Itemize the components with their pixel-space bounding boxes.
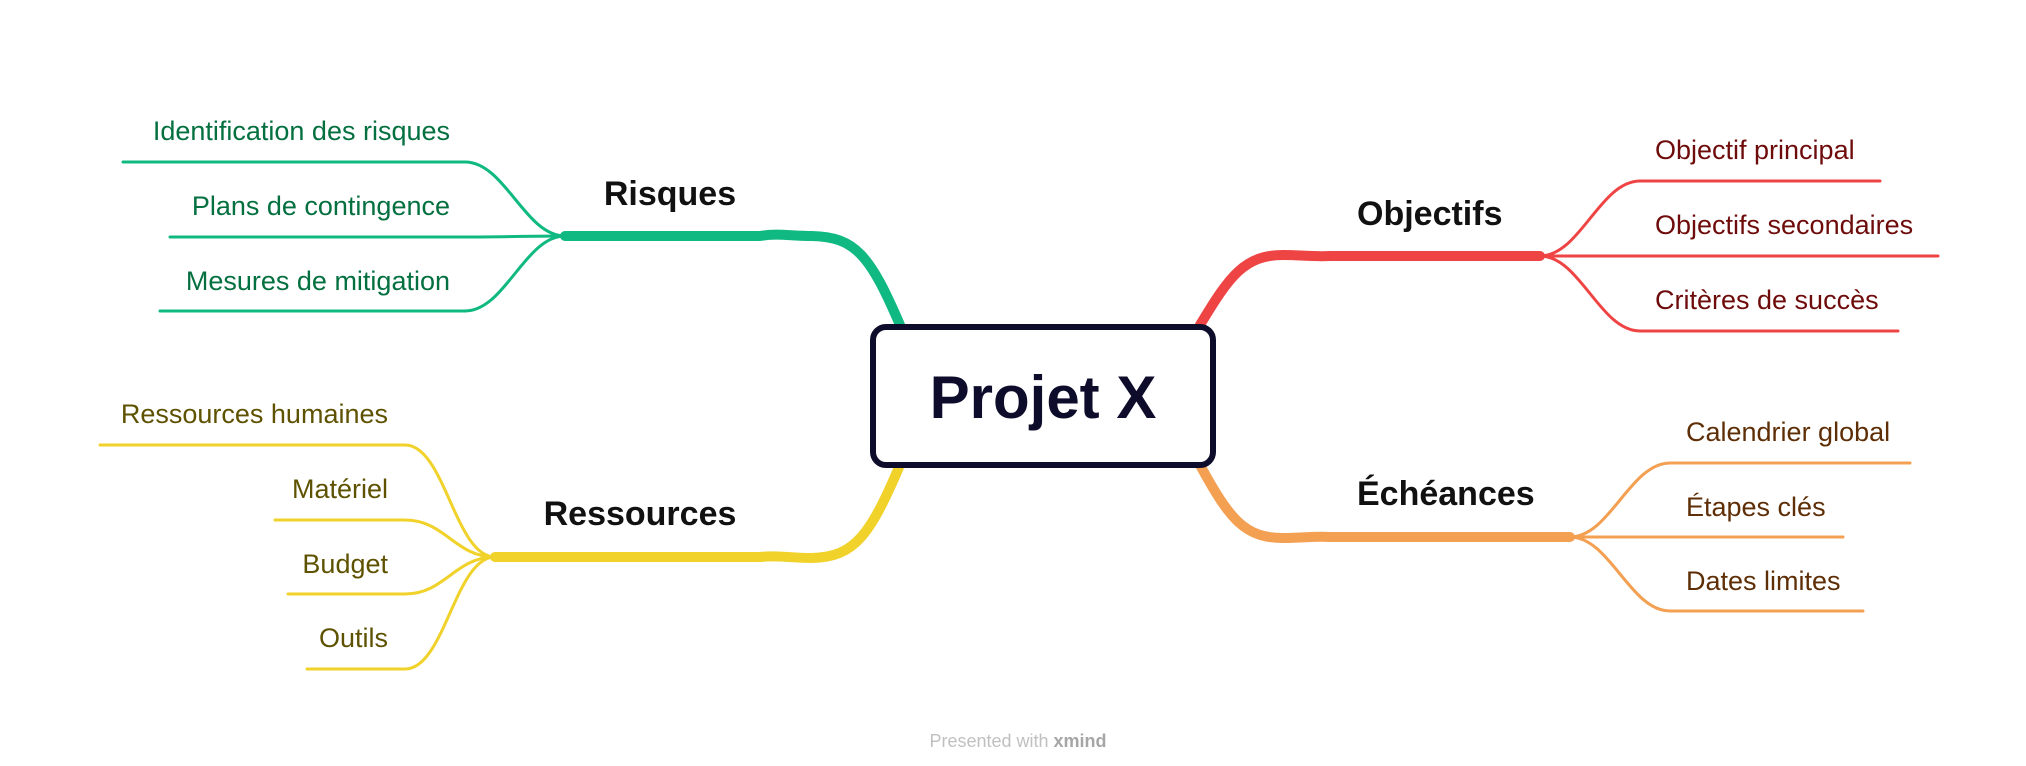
subtopic-connector xyxy=(168,234,567,239)
branch-connector-ressources xyxy=(490,460,905,564)
branch-echeances xyxy=(1195,460,1912,613)
central-topic[interactable]: Projet X xyxy=(870,324,1216,468)
branch-topic-ressources[interactable]: Ressources xyxy=(544,495,737,533)
subtopic-connector xyxy=(305,555,497,671)
footer-brand: xmind xyxy=(1054,731,1107,751)
subtopic-echeances[interactable]: Étapes clés xyxy=(1686,492,1826,522)
subtopic-connector xyxy=(1538,254,1900,333)
subtopic-risques[interactable]: Mesures de mitigation xyxy=(186,266,450,296)
subtopic-ressources[interactable]: Outils xyxy=(319,623,388,653)
footer: Presented with xmind xyxy=(929,731,1106,751)
subtopic-connector xyxy=(1568,461,1912,539)
subtopic-risques[interactable]: Plans de contingence xyxy=(192,191,450,221)
subtopic-objectifs[interactable]: Critères de succès xyxy=(1655,285,1879,315)
branch-connector-echeances xyxy=(1195,460,1575,544)
subtopic-connector xyxy=(121,160,567,238)
subtopic-echeances[interactable]: Dates limites xyxy=(1686,566,1841,596)
branch-ressources xyxy=(98,443,905,671)
footer-prefix: Presented with xyxy=(929,731,1048,751)
central-topic-box xyxy=(870,324,1216,468)
subtopic-objectifs[interactable]: Objectifs secondaires xyxy=(1655,210,1913,240)
footer-credit: Presented with xmind xyxy=(929,731,1106,751)
subtopic-connector xyxy=(1568,535,1865,613)
subtopic-ressources[interactable]: Budget xyxy=(302,549,388,579)
subtopic-ressources[interactable]: Ressources humaines xyxy=(121,399,388,429)
subtopic-connector xyxy=(273,518,497,559)
connector-layer xyxy=(98,160,1940,671)
central-topic-label: Projet X xyxy=(930,364,1157,431)
subtopic-ressources[interactable]: Matériel xyxy=(292,474,388,504)
branch-objectifs xyxy=(1195,179,1940,333)
subtopic-connector xyxy=(1538,179,1882,258)
branch-topic-echeances[interactable]: Échéances xyxy=(1357,475,1535,513)
subtopic-connector xyxy=(286,555,497,596)
branch-connector-risques xyxy=(560,229,905,330)
subtopic-connector xyxy=(158,234,567,313)
subtopic-echeances[interactable]: Calendrier global xyxy=(1686,417,1890,447)
subtopic-objectifs[interactable]: Objectif principal xyxy=(1655,135,1855,165)
subtopic-risques[interactable]: Identification des risques xyxy=(153,116,450,146)
subtopic-connector xyxy=(98,443,497,559)
branch-topic-risques[interactable]: Risques xyxy=(604,175,736,213)
branch-topic-objectifs[interactable]: Objectifs xyxy=(1357,195,1502,233)
branch-connector-objectifs xyxy=(1195,249,1545,330)
branch-risques xyxy=(121,160,905,330)
